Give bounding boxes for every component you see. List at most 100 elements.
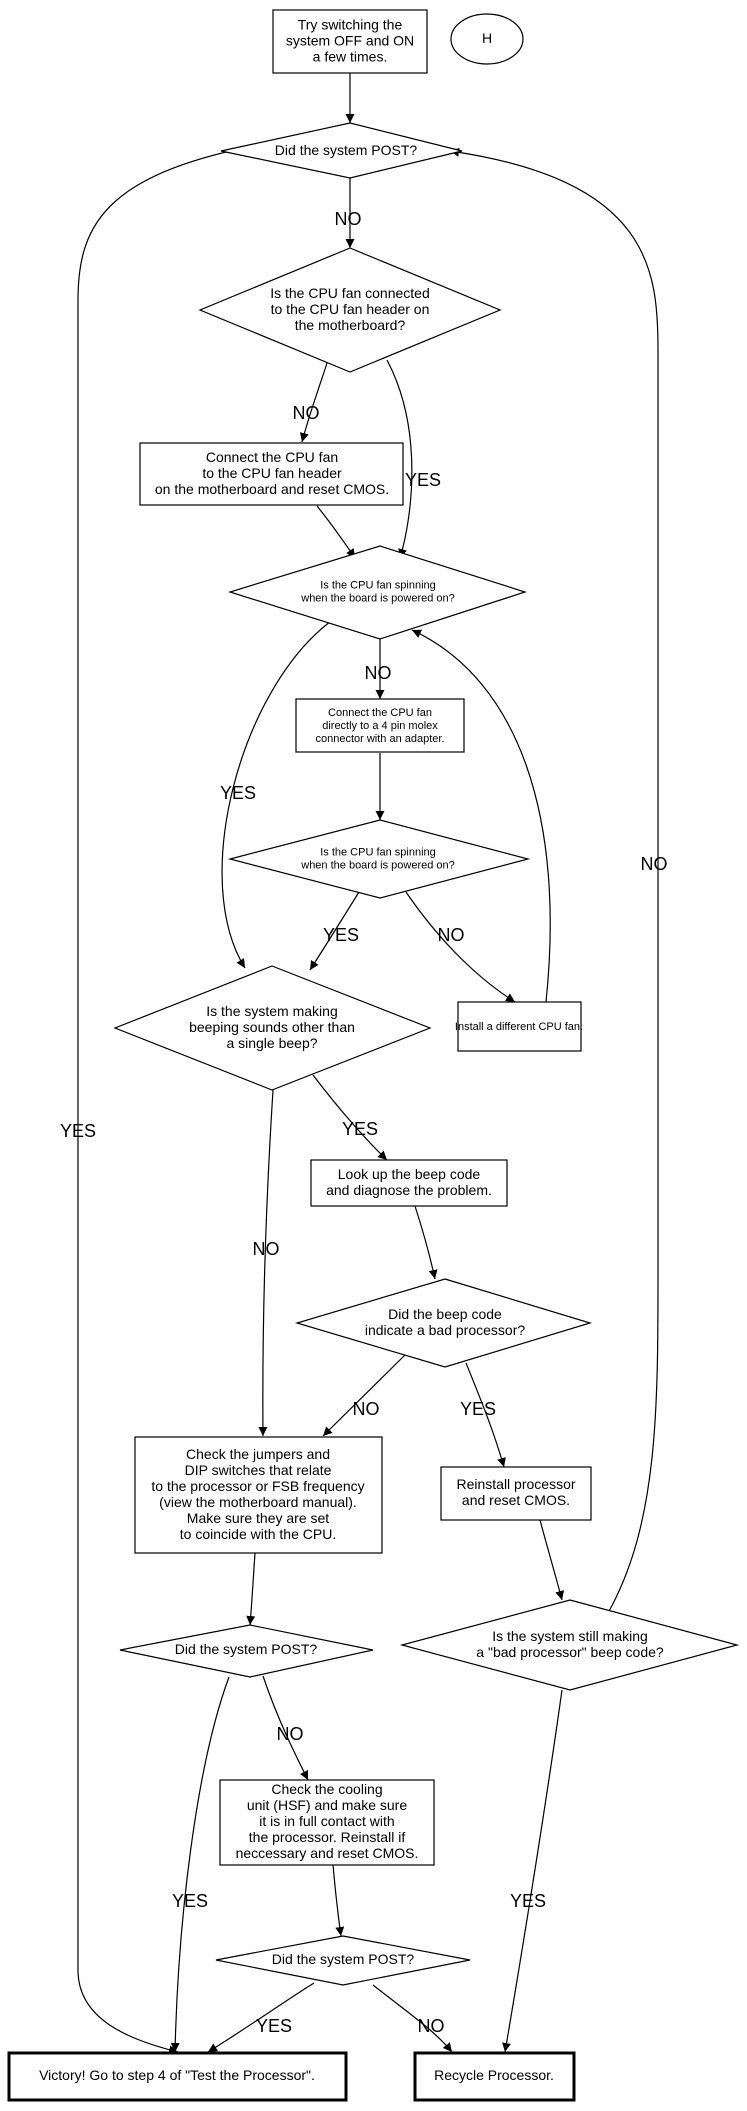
lookup-beep-line: Look up the beep code [338, 1166, 481, 1182]
beeping-line: a single beep? [226, 1035, 317, 1051]
fan-spinning1-line: when the board is powered on? [300, 592, 455, 604]
fan-spinning1-diamond [227, 545, 527, 640]
edge-different-fan-to-fan-spinning1 [411, 629, 551, 1003]
check-jumpers-line: to coincide with the CPU. [180, 1526, 336, 1542]
post2-text: Did the system POST? [175, 1641, 318, 1657]
check-jumpers-line: to the processor or FSB frequency [151, 1478, 364, 1494]
check-jumpers-line: Make sure they are set [187, 1510, 330, 1526]
check-cooling-line: unit (HSF) and make sure [247, 1797, 407, 1813]
edge-lookup-beep-to-bad-processor [414, 1205, 438, 1280]
recycle-text: Recycle Processor. [434, 2067, 554, 2083]
edge-post1-yes-to-victory [77, 140, 281, 2055]
post1-line: Did the system POST? [275, 142, 418, 158]
edge-bad-processor-to-reinstall [465, 1362, 506, 1468]
still-beeping-diamond [399, 1599, 740, 1691]
lookup-beep-box [310, 1159, 508, 1207]
post3-line: Did the system POST? [272, 1951, 415, 1967]
label-post3-no: NO [418, 2016, 445, 2036]
fan-spinning2-diamond [227, 819, 531, 899]
label-post1-no: NO [335, 209, 362, 229]
fan-connected-line: the motherboard? [295, 317, 406, 333]
bad-processor-line: indicate a bad processor? [365, 1322, 526, 1338]
label-fan-connected-no: NO [293, 403, 320, 423]
connect-fan-box [139, 442, 404, 506]
still-beeping-line: a "bad processor" beep code? [476, 1644, 664, 1660]
edge-fan-connected-to-connect-fan [299, 362, 328, 443]
check-jumpers-line: DIP switches that relate [185, 1462, 332, 1478]
molex-line: connector with an adapter. [315, 733, 444, 745]
victory-line: Victory! Go to step 4 of "Test the Proce… [39, 2067, 315, 2083]
check-jumpers-line: Check the jumpers and [186, 1446, 330, 1462]
connect-fan-line: Connect the CPU fan [206, 449, 338, 465]
edge-still-beeping-to-recycle [502, 1689, 563, 2053]
edge-reinstall-to-still-beeping [539, 1519, 565, 1601]
edge-connect-fan-to-fan-spinning1 [316, 505, 356, 559]
post2-diamond [119, 1624, 374, 1678]
edge-beeping-to-lookup-beep [312, 1074, 388, 1161]
bad-processor-diamond [294, 1278, 593, 1368]
start-line: Try switching the [298, 16, 403, 32]
connect-fan-line: to the CPU fan header [202, 465, 342, 481]
molex-line: directly to a 4 pin molex [322, 720, 438, 732]
recycle-box [413, 2051, 576, 2102]
label-still-beeping-yes: YES [510, 1891, 546, 1911]
label-post3-yes: YES [256, 2016, 292, 2036]
victory-text: Victory! Go to step 4 of "Test the Proce… [39, 2067, 315, 2083]
start-line: system OFF and ON [286, 32, 414, 48]
fan-spinning1-line: Is the CPU fan spinning [320, 579, 436, 591]
edge-post2-to-victory [170, 1676, 230, 2053]
reinstall-line: Reinstall processor [456, 1476, 575, 1492]
different-fan-line: Install a different CPU fan. [455, 1021, 583, 1033]
beeping-line: beeping sounds other than [189, 1019, 355, 1035]
post1-text: Did the system POST? [275, 142, 418, 158]
fan-spinning2-line: Is the CPU fan spinning [320, 846, 436, 858]
h-marker-line: H [482, 30, 492, 46]
post3-diamond [215, 1935, 471, 1986]
check-cooling-line: the processor. Reinstall if [249, 1829, 406, 1845]
start-line: a few times. [313, 48, 388, 64]
check-cooling-line: Check the cooling [271, 1781, 382, 1797]
different-fan-box [457, 1001, 582, 1052]
edge-fan-connected-to-fan-spinning1 [386, 359, 413, 559]
molex-box [295, 698, 465, 753]
check-cooling-line: it is in full contact with [259, 1813, 394, 1829]
label-fan-spinning2-no: NO [438, 925, 465, 945]
h-marker-text: H [482, 30, 492, 46]
label-still-beeping-no: NO [641, 854, 668, 874]
label-post1-yes: YES [60, 1121, 96, 1141]
victory-box [7, 2051, 348, 2102]
fan-connected-line: to the CPU fan header on [271, 301, 430, 317]
label-fan-spinning2-yes: YES [323, 925, 359, 945]
recycle-line: Recycle Processor. [434, 2067, 554, 2083]
label-fan-spinning1-yes: YES [220, 783, 256, 803]
start-box [272, 9, 428, 74]
connect-fan-line: on the motherboard and reset CMOS. [155, 481, 389, 497]
edge-bad-processor-to-check-jumpers [322, 1354, 406, 1437]
lookup-beep-line: and diagnose the problem. [326, 1182, 492, 1198]
post2-line: Did the system POST? [175, 1641, 318, 1657]
beeping-line: Is the system making [206, 1003, 338, 1019]
edge-fan-spinning1-to-beeping [221, 620, 332, 969]
label-post2-yes: YES [172, 1891, 208, 1911]
label-bad-processor-yes: YES [460, 1399, 496, 1419]
post1-diamond [220, 122, 463, 179]
fan-spinning2-line: when the board is powered on? [300, 859, 455, 871]
post3-text: Did the system POST? [272, 1951, 415, 1967]
label-beeping-no: NO [253, 1239, 280, 1259]
bad-processor-line: Did the beep code [388, 1306, 502, 1322]
edge-fan-spinning2-to-different-fan [405, 891, 516, 1003]
different-fan-text: Install a different CPU fan. [455, 1021, 583, 1033]
edge-post2-to-check-cooling [262, 1675, 309, 1781]
label-fan-spinning1-no: NO [365, 663, 392, 683]
